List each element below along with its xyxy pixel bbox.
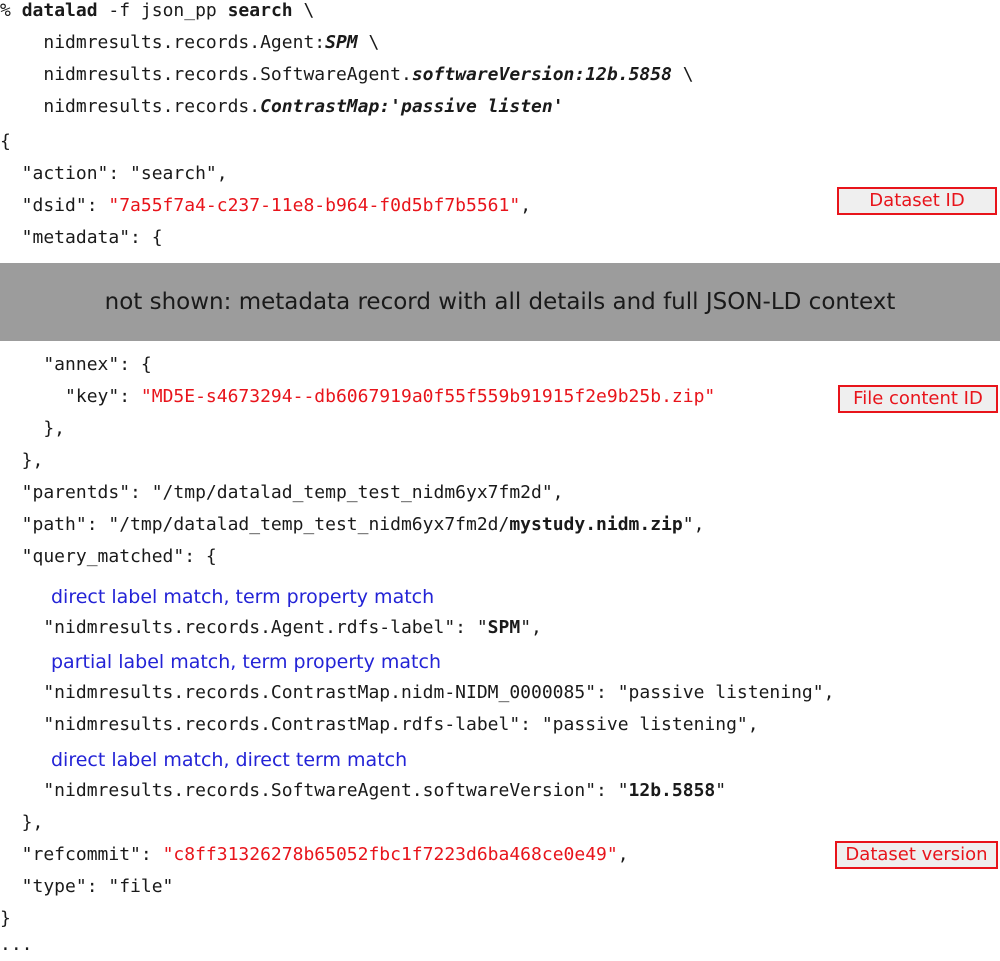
json-action: "action": "search", [0, 163, 228, 184]
note-direct-label-property: direct label match, term property match [51, 586, 435, 608]
refcommit-value: "c8ff31326278b65052fbc1f7223d6ba468ce0e4… [162, 844, 618, 865]
query-term-software-version: nidmresults.records.SoftwareAgent.softwa… [43, 64, 694, 85]
query-term-value: SPM [325, 32, 358, 53]
query-term-agent: nidmresults.records.Agent:SPM \ [43, 32, 380, 53]
json-annex-key: "key": "MD5E-s4673294--db6067919a0f55f55… [0, 386, 716, 407]
json-close-brace: } [0, 908, 11, 929]
path-filename: mystudy.nidm.zip [509, 514, 683, 535]
ellipsis: ... [0, 934, 33, 955]
json-path: "path": "/tmp/datalad_temp_test_nidm6yx7… [0, 514, 705, 535]
query-term-value: ContrastMap:'passive listen' [260, 96, 564, 117]
command-subcommand: search [227, 0, 293, 21]
json-metadata-close: }, [0, 450, 44, 471]
match-value: SPM [487, 617, 521, 638]
json-annex: "annex": { [0, 354, 152, 375]
json-dsid: "dsid": "7a55f7a4-c237-11e8-b964-f0d5bf7… [0, 195, 532, 216]
json-query-close: }, [0, 812, 44, 833]
match-contrast-label: "nidmresults.records.ContrastMap.rdfs-la… [0, 714, 759, 735]
tag-dataset-version: Dataset version [835, 841, 998, 869]
json-parentds: "parentds": "/tmp/datalad_temp_test_nidm… [0, 482, 564, 503]
match-value: 12b.5858 [628, 780, 716, 801]
json-metadata: "metadata": { [0, 227, 163, 248]
annex-key-value: "MD5E-s4673294--db6067919a0f55f559b91915… [140, 386, 716, 407]
line-continuation: \ [292, 0, 315, 21]
shell-prompt: % [0, 0, 22, 21]
json-annex-close: }, [0, 418, 66, 439]
match-agent-label: "nidmresults.records.Agent.rdfs-label": … [0, 617, 542, 638]
dsid-value: "7a55f7a4-c237-11e8-b964-f0d5bf7b5561" [108, 195, 521, 216]
note-partial-label-property: partial label match, term property match [51, 651, 441, 673]
command-line: % datalad -f json_pp search \ [0, 0, 314, 27]
match-contrast-nidm: "nidmresults.records.ContrastMap.nidm-NI… [0, 682, 835, 703]
command-option: -f json_pp [97, 0, 228, 21]
query-term-contrast-map: nidmresults.records.ContrastMap:'passive… [43, 96, 564, 117]
json-type: "type": "file" [0, 876, 174, 897]
json-refcommit: "refcommit": "c8ff31326278b65052fbc1f722… [0, 844, 629, 865]
command-program: datalad [21, 0, 98, 21]
json-open-brace: { [0, 131, 11, 152]
note-direct-label-term: direct label match, direct term match [51, 749, 408, 771]
json-query-matched: "query_matched": { [0, 546, 217, 567]
match-software-version: "nidmresults.records.SoftwareAgent.softw… [0, 780, 727, 801]
query-term-value: softwareVersion:12b.5858 [411, 64, 672, 85]
not-shown-banner: not shown: metadata record with all deta… [0, 263, 1000, 341]
tag-dataset-id: Dataset ID [837, 187, 997, 215]
tag-file-content-id: File content ID [838, 385, 998, 413]
